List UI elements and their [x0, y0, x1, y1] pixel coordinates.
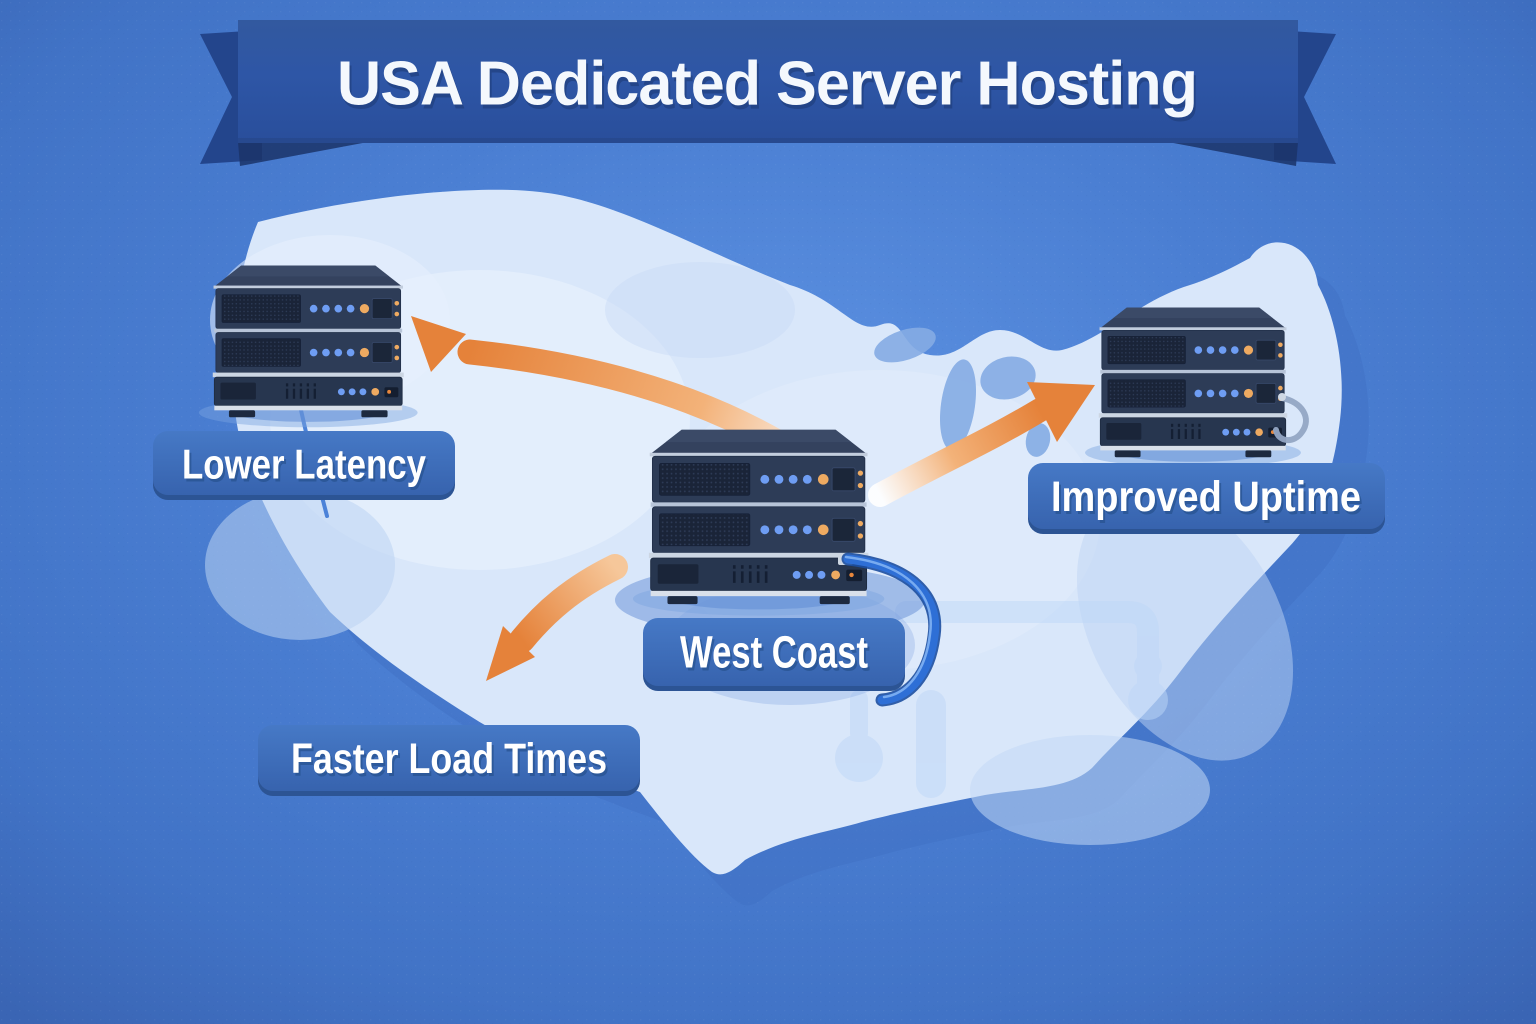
ribbon-banner: USA Dedicated Server Hosting USA Dedicat… [200, 20, 1336, 166]
label-box [153, 431, 455, 495]
label-box [1028, 463, 1385, 529]
ribbon-face [238, 20, 1298, 143]
label-text-shadow: Faster Load Times [293, 738, 609, 786]
label-text: Improved Uptime [1051, 473, 1361, 521]
label-west-coast: West Coast West Coast [643, 618, 905, 691]
label-lower-latency: Lower Latency Lower Latency [153, 431, 455, 500]
ribbon-bottom-edge [238, 138, 1298, 143]
label-improved-uptime: Improved Uptime Improved Uptime [1028, 463, 1385, 534]
banner-title: USA Dedicated Server Hosting [337, 50, 1197, 119]
banner-title-shadow: USA Dedicated Server Hosting [339, 54, 1199, 123]
network-cable [838, 552, 942, 707]
right-server-stack [1084, 307, 1302, 468]
arrowhead-left [411, 316, 466, 372]
arrowhead-down-left [486, 626, 535, 681]
label-text: West Coast [680, 627, 868, 678]
right-server-cable-plug [1278, 393, 1286, 401]
right-server-cable [1273, 395, 1309, 443]
label-box [258, 725, 640, 791]
label-box [643, 618, 905, 686]
arrow-to-right-server [868, 382, 1095, 507]
label-text-shadow: Improved Uptime [1053, 476, 1363, 524]
label-faster-load-times: Faster Load Times Faster Load Times [258, 725, 640, 796]
ribbon-fold-shadow-right [1168, 142, 1298, 166]
arrow-to-faster-load-times [486, 554, 628, 681]
center-server-stack [632, 429, 885, 617]
label-text-shadow: Lower Latency [184, 444, 429, 491]
arrowhead-right [1027, 382, 1095, 442]
great-lakes [874, 327, 1051, 457]
ribbon-fold-shadow-left [238, 142, 368, 166]
label-text: Faster Load Times [291, 735, 607, 783]
left-server-stack [198, 265, 418, 428]
map-circuit-traces [835, 601, 1168, 798]
label-text-shadow: West Coast [682, 630, 870, 681]
label-text: Lower Latency [182, 441, 427, 488]
